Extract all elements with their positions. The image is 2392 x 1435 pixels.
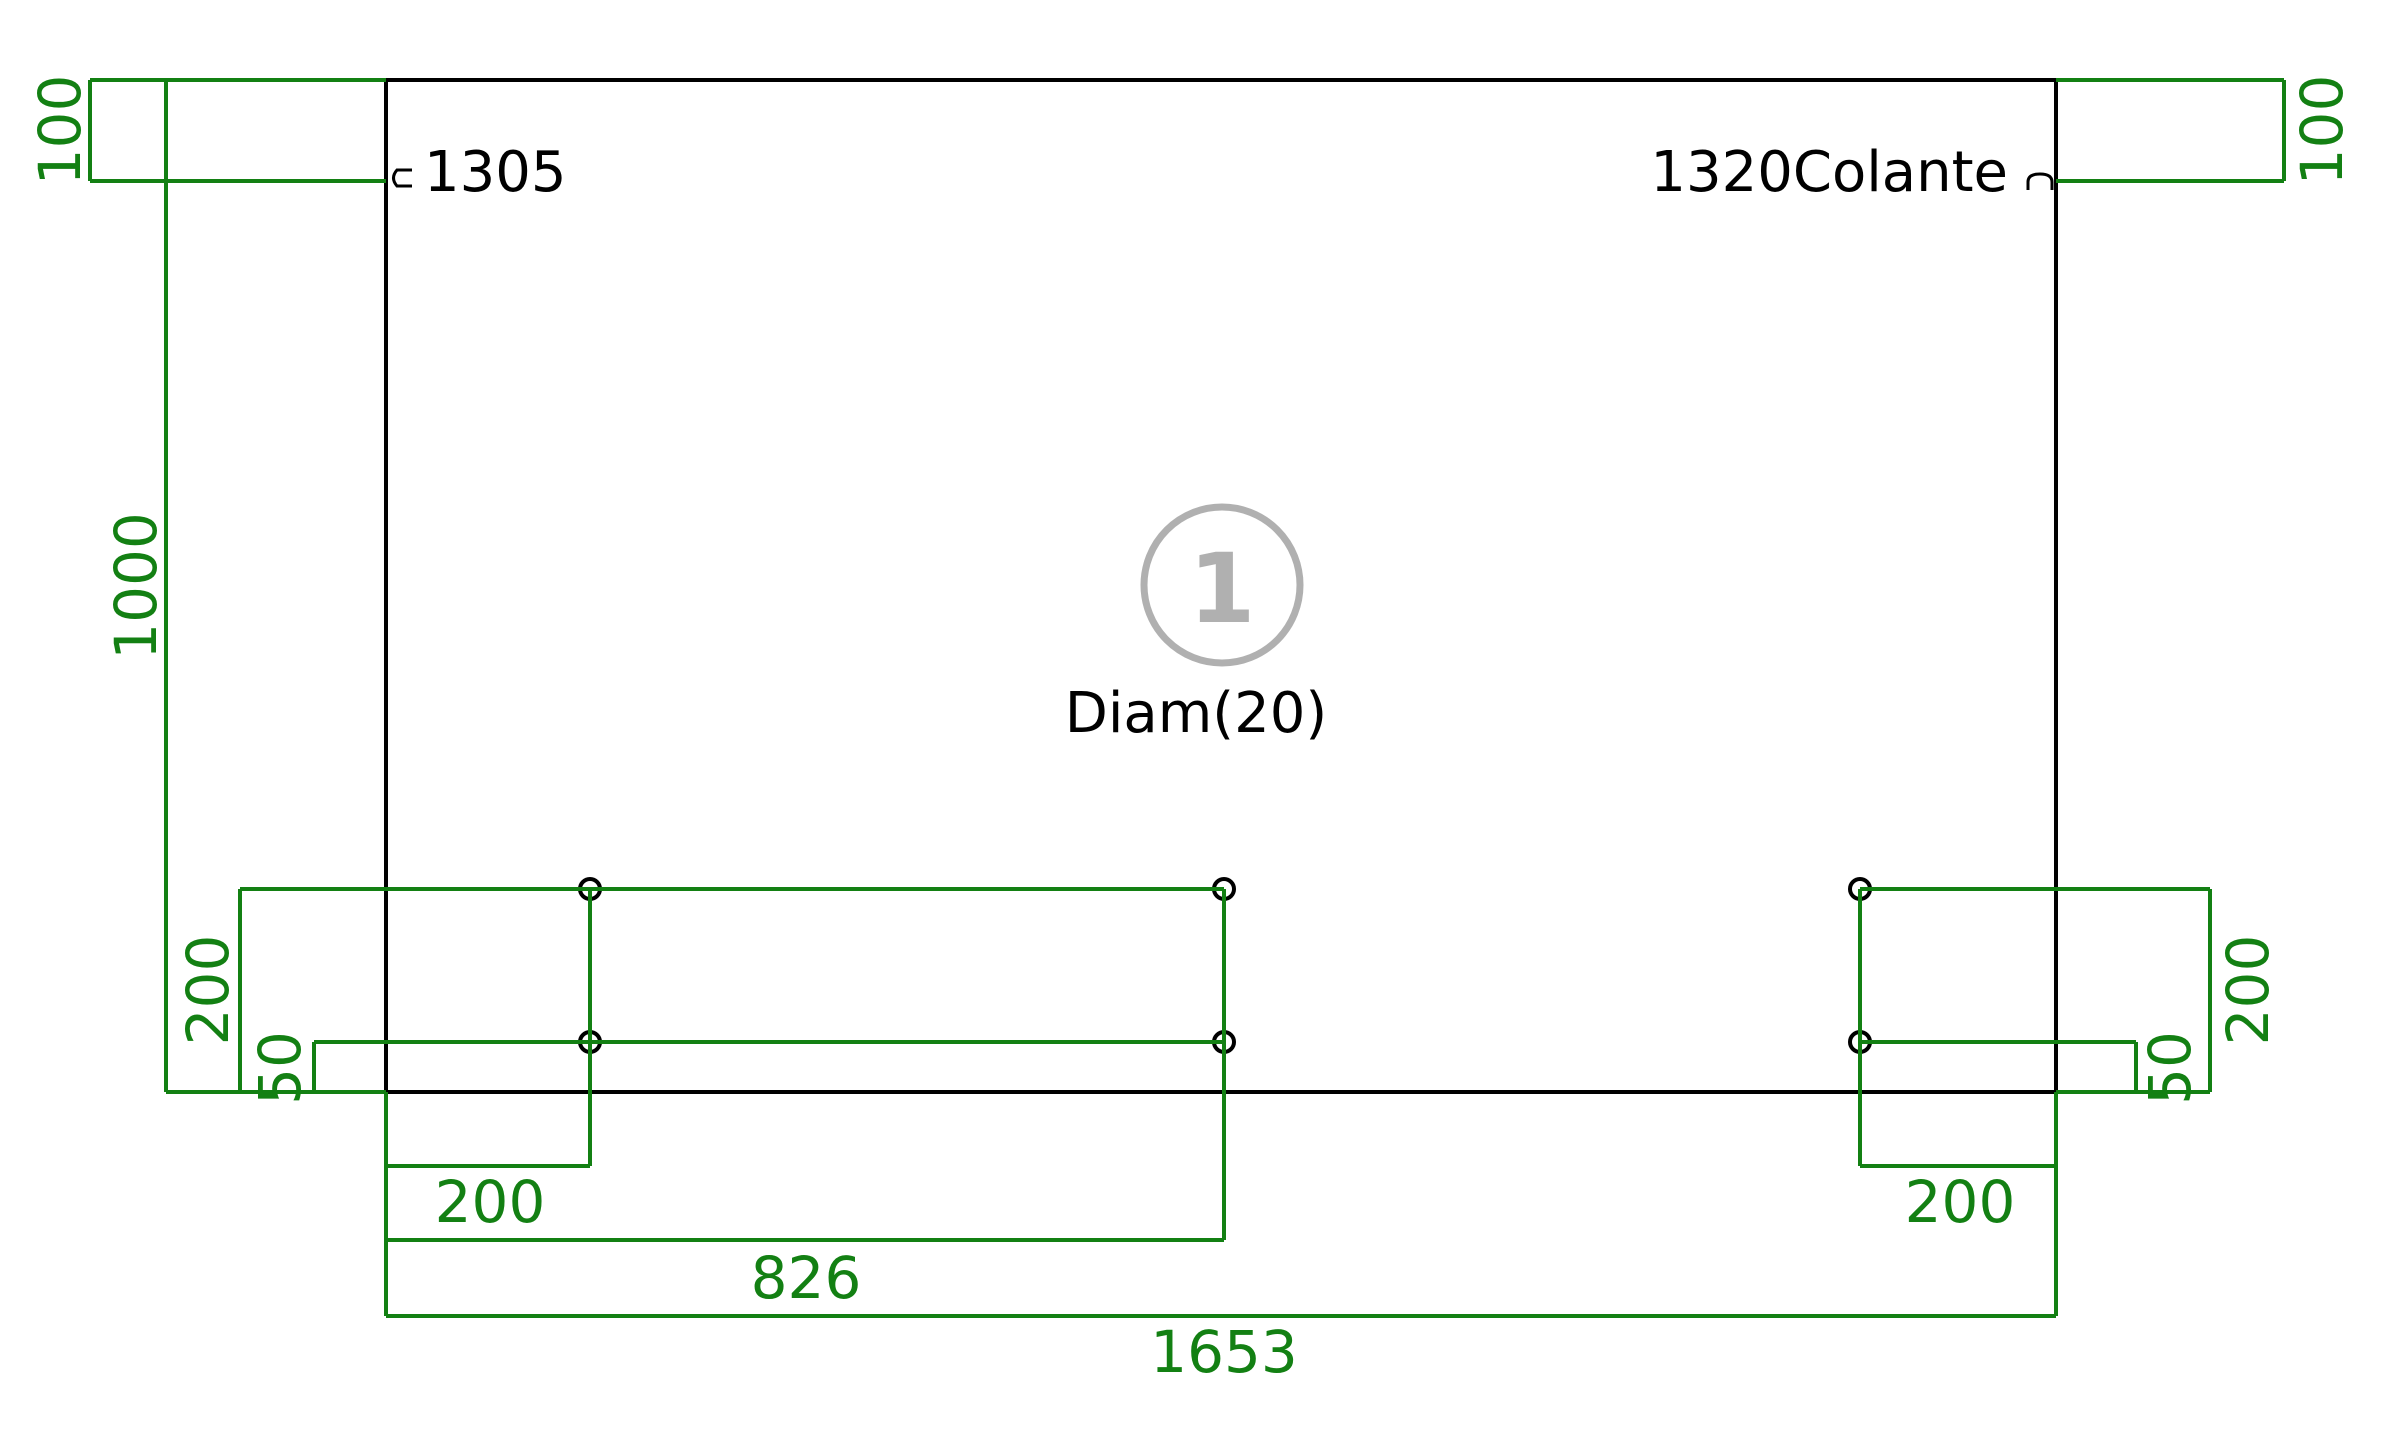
part-number: 1 <box>1189 533 1256 645</box>
dim-right-row-upper <box>1860 887 2212 1094</box>
part-number-badge <box>1140 503 1304 667</box>
dim-top-right-value: 100 <box>2288 75 2356 186</box>
dim-left-row-lower-value: 50 <box>246 1031 314 1105</box>
dim-right-row-lower-value: 50 <box>2136 1031 2204 1105</box>
dim-left-row-upper <box>238 887 590 1092</box>
panel-label-right: 1320Colante <box>1650 140 2008 205</box>
edge-band-left-icon <box>392 168 412 188</box>
edge-band-right-icon <box>2026 172 2054 190</box>
dim-bottom-left <box>384 1092 590 1316</box>
dim-top-left-value: 100 <box>26 75 94 186</box>
dim-top-left <box>88 78 386 183</box>
dim-overall-width-value: 1653 <box>1150 1318 1298 1386</box>
dim-right-row-lower <box>1860 1040 2138 1092</box>
dim-left-row-upper-value: 200 <box>174 935 242 1046</box>
dim-top-right <box>2056 78 2286 183</box>
dim-left-row-lower <box>312 1040 590 1092</box>
dim-overall-width <box>386 1092 2058 1318</box>
dim-height <box>164 80 386 1094</box>
panel-label-left: 1305 <box>424 140 567 205</box>
dim-bottom-right-value: 200 <box>1905 1168 2016 1236</box>
dim-height-value: 1000 <box>102 512 170 660</box>
panel-outline <box>384 78 2058 1094</box>
hole-spec-label: Diam(20) <box>1065 681 1328 746</box>
dim-bottom-left-value: 200 <box>435 1168 546 1236</box>
dim-bottom-middle-value: 826 <box>751 1244 862 1312</box>
dim-right-row-upper-value: 200 <box>2214 935 2282 1046</box>
